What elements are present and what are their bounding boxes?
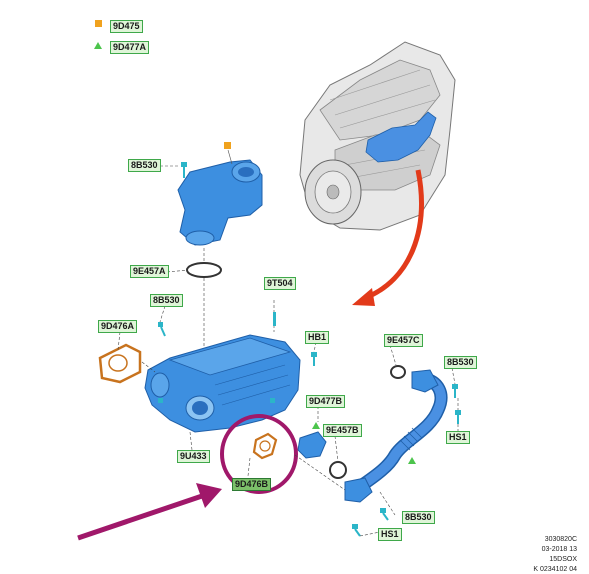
ring-gasket (186, 262, 222, 278)
ring-gasket (390, 365, 406, 379)
gasket-left (98, 343, 142, 384)
red-arrow-icon (364, 169, 424, 301)
leader-lines (117, 165, 459, 537)
highlight-circle (220, 414, 298, 494)
legend-label-9d477a: 9D477A (110, 41, 150, 54)
callout-hs1-bottom: HS1 (378, 528, 402, 541)
red-arrowhead-icon (352, 288, 375, 306)
callout-8b530-right: 8B530 (444, 356, 477, 369)
callout-hb1: HB1 (305, 331, 330, 344)
reference-code: 3030820C (544, 536, 577, 543)
legend-label-9d475: 9D475 (110, 20, 143, 33)
callout-9e457b: 9E457B (323, 424, 362, 437)
bolt-icon (352, 524, 361, 537)
egr-valve (177, 142, 263, 246)
reference-engine: 15DSOX (549, 556, 577, 563)
ring-gasket (329, 461, 347, 479)
callout-8b530-bottom: 8B530 (402, 511, 435, 524)
green-triangle-icon (408, 457, 416, 464)
bolt-icon (158, 322, 166, 337)
callout-9t504: 9T504 (264, 277, 296, 290)
egr-cooler (144, 334, 301, 433)
stud-icon (273, 312, 276, 326)
bolt-icon (380, 508, 389, 521)
engine-illustration (299, 41, 456, 231)
orange-square-icon (224, 142, 231, 149)
callout-8b530-left: 8B530 (150, 294, 183, 307)
egr-pipe (344, 369, 448, 503)
reference-date: 03-2018 13 (541, 546, 577, 553)
callout-9e457c: 9E457C (384, 334, 423, 347)
magenta-arrowhead-icon (196, 483, 222, 508)
callout-8b530-top: 8B530 (128, 159, 161, 172)
callout-9e457a: 9E457A (130, 265, 169, 278)
magenta-arrow-icon (77, 492, 206, 541)
green-triangle-icon (312, 422, 320, 429)
green-triangle-icon (94, 42, 102, 49)
callout-hs1-top: HS1 (446, 431, 470, 444)
callout-9d476b: 9D476B (232, 478, 272, 491)
connector-part (297, 431, 327, 459)
bolt-icon (452, 384, 458, 398)
reference-part: K 0234102 04 (533, 566, 577, 573)
bolt-icon (311, 352, 317, 366)
callout-9d476a: 9D476A (98, 320, 138, 333)
callout-9d477b: 9D477B (306, 395, 346, 408)
callout-9u433: 9U433 (177, 450, 210, 463)
bolt-icon (455, 410, 461, 424)
gasket-9d476b (252, 432, 278, 460)
bolt-icon (181, 162, 187, 178)
orange-square-icon (95, 20, 102, 27)
